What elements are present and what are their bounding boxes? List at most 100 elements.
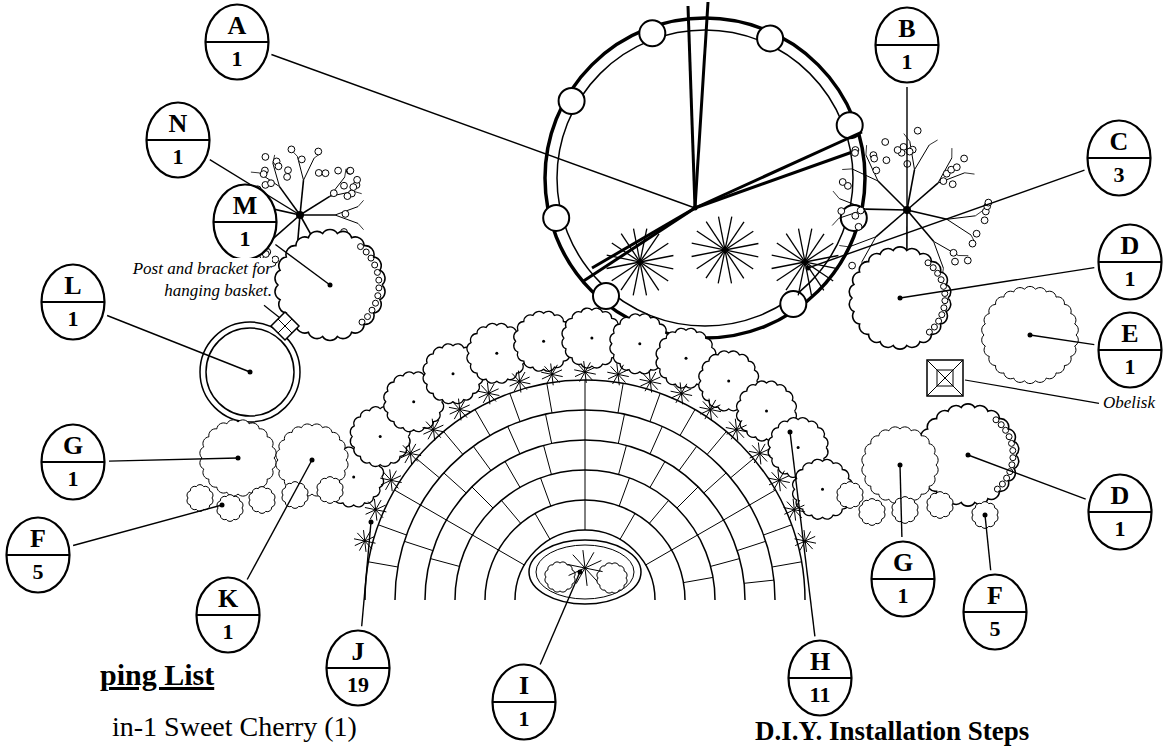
paver-joint	[619, 478, 629, 506]
cherry-tree-twig	[915, 145, 930, 170]
paver-joint	[421, 505, 447, 520]
cherry-tree-blossom	[949, 181, 956, 188]
cherry-tree-blossom	[285, 167, 292, 174]
cherry-tree-blossom	[335, 167, 342, 174]
paver-joint	[744, 580, 774, 583]
post-symbol	[278, 319, 292, 333]
paver-joint	[508, 426, 520, 453]
cherry-tree-blossom	[973, 230, 980, 237]
paver-joint	[473, 446, 491, 470]
cherry-tree-blossom	[262, 154, 269, 161]
callout-divider	[214, 221, 277, 223]
plant-quantity: 1	[145, 146, 211, 168]
post-symbol	[278, 319, 292, 333]
plant-key-letter: H	[787, 649, 853, 675]
shrub-d-texture	[941, 305, 947, 311]
central-planter	[529, 540, 641, 604]
cherry-tree-blossom	[883, 157, 890, 164]
callout-bubble: C3	[1086, 119, 1152, 197]
plant-quantity: 3	[1086, 164, 1152, 186]
cherry-tree-twig	[833, 191, 839, 199]
heading-text: in-1 Sweet Cherry (1)	[112, 712, 357, 743]
callout-bubble: G1	[40, 423, 106, 501]
plant-quantity: 5	[5, 561, 71, 583]
cherry-tree-branch	[906, 210, 908, 251]
groundcover-plant	[671, 389, 691, 398]
plant-key-letter: L	[40, 273, 106, 299]
cherry-tree-blossom	[315, 170, 322, 177]
perennial-f	[249, 487, 275, 514]
shrub-d-texture	[942, 298, 948, 304]
leader-line	[275, 245, 330, 286]
plant-key-letter: G	[40, 433, 106, 459]
obelisk-symbol	[927, 360, 963, 396]
paver-joint	[535, 513, 550, 539]
groundcover-plant	[608, 370, 628, 379]
grass-plant	[692, 244, 759, 257]
callout-divider	[147, 139, 210, 141]
paver-joint	[417, 459, 440, 478]
plant-key-letter: B	[874, 16, 940, 42]
leader-dot	[248, 370, 253, 375]
callout-bubble: J19	[325, 629, 391, 707]
shrub-m-texture	[373, 300, 379, 306]
cherry-tree-twig	[345, 169, 346, 177]
paver-joint	[737, 541, 766, 550]
cherry-tree-blossom	[871, 155, 878, 162]
cherry-tree-twig	[839, 246, 849, 247]
shrub-d-texture	[935, 270, 941, 276]
paver-joint	[446, 520, 472, 535]
patio-ring	[395, 410, 775, 600]
callout-divider	[1089, 511, 1152, 513]
cherry-tree-trunk	[296, 211, 304, 219]
paver-joint	[585, 380, 586, 410]
callout-bubble: G1	[870, 540, 936, 618]
cherry-tree-blossom	[344, 193, 351, 200]
note-leader	[965, 380, 1099, 403]
paver-joint	[498, 550, 524, 565]
cherry-tree-blossom	[346, 168, 353, 175]
planter-shrub	[597, 563, 627, 593]
paver-joint	[650, 393, 660, 421]
paver-joint	[772, 562, 802, 567]
plant-quantity: 1	[40, 308, 106, 330]
shrub-m-texture	[376, 285, 382, 291]
leader-dot	[298, 213, 303, 218]
cherry-tree-twig	[934, 241, 959, 255]
callout-bubble: D1	[1097, 223, 1163, 301]
cherry-tree-blossom	[347, 167, 354, 174]
paver-joint	[472, 487, 493, 508]
groundcover-plant	[795, 536, 815, 545]
cherry-tree-branch	[878, 181, 907, 210]
groundcover-plant	[784, 505, 804, 514]
groundcover-plant	[366, 505, 386, 514]
shrub-d-texture	[1010, 448, 1016, 454]
border-shrub-center	[452, 372, 455, 375]
cherry-tree-branch	[300, 196, 330, 215]
border-shrub-center	[412, 400, 415, 403]
shrub-g	[862, 427, 938, 503]
shrub-d-texture	[926, 329, 932, 335]
perennial-f	[217, 495, 243, 522]
leader-dot	[983, 513, 988, 518]
cherry-tree-blossom	[952, 258, 959, 265]
paver-joint	[541, 478, 551, 506]
gazebo-roof-line	[695, 132, 862, 208]
shrub-d-texture	[939, 312, 945, 318]
plant-key-letter: J	[325, 639, 391, 665]
gazebo-post	[543, 205, 569, 231]
paver-joint	[704, 473, 726, 493]
cherry-tree-blossom	[882, 139, 889, 146]
cherry-tree-branch	[300, 214, 335, 216]
callout-divider	[197, 614, 260, 616]
plant-key-letter: E	[1097, 321, 1163, 347]
perennial-f	[972, 502, 998, 529]
shrub-m-texture	[375, 293, 381, 299]
shrub-m-texture	[359, 319, 365, 325]
shrub-d-texture	[1006, 434, 1012, 440]
paver-joint	[472, 535, 498, 550]
cherry-tree-blossom	[950, 249, 957, 256]
cherry-tree-blossom	[315, 148, 322, 155]
paver-joint	[650, 426, 662, 453]
